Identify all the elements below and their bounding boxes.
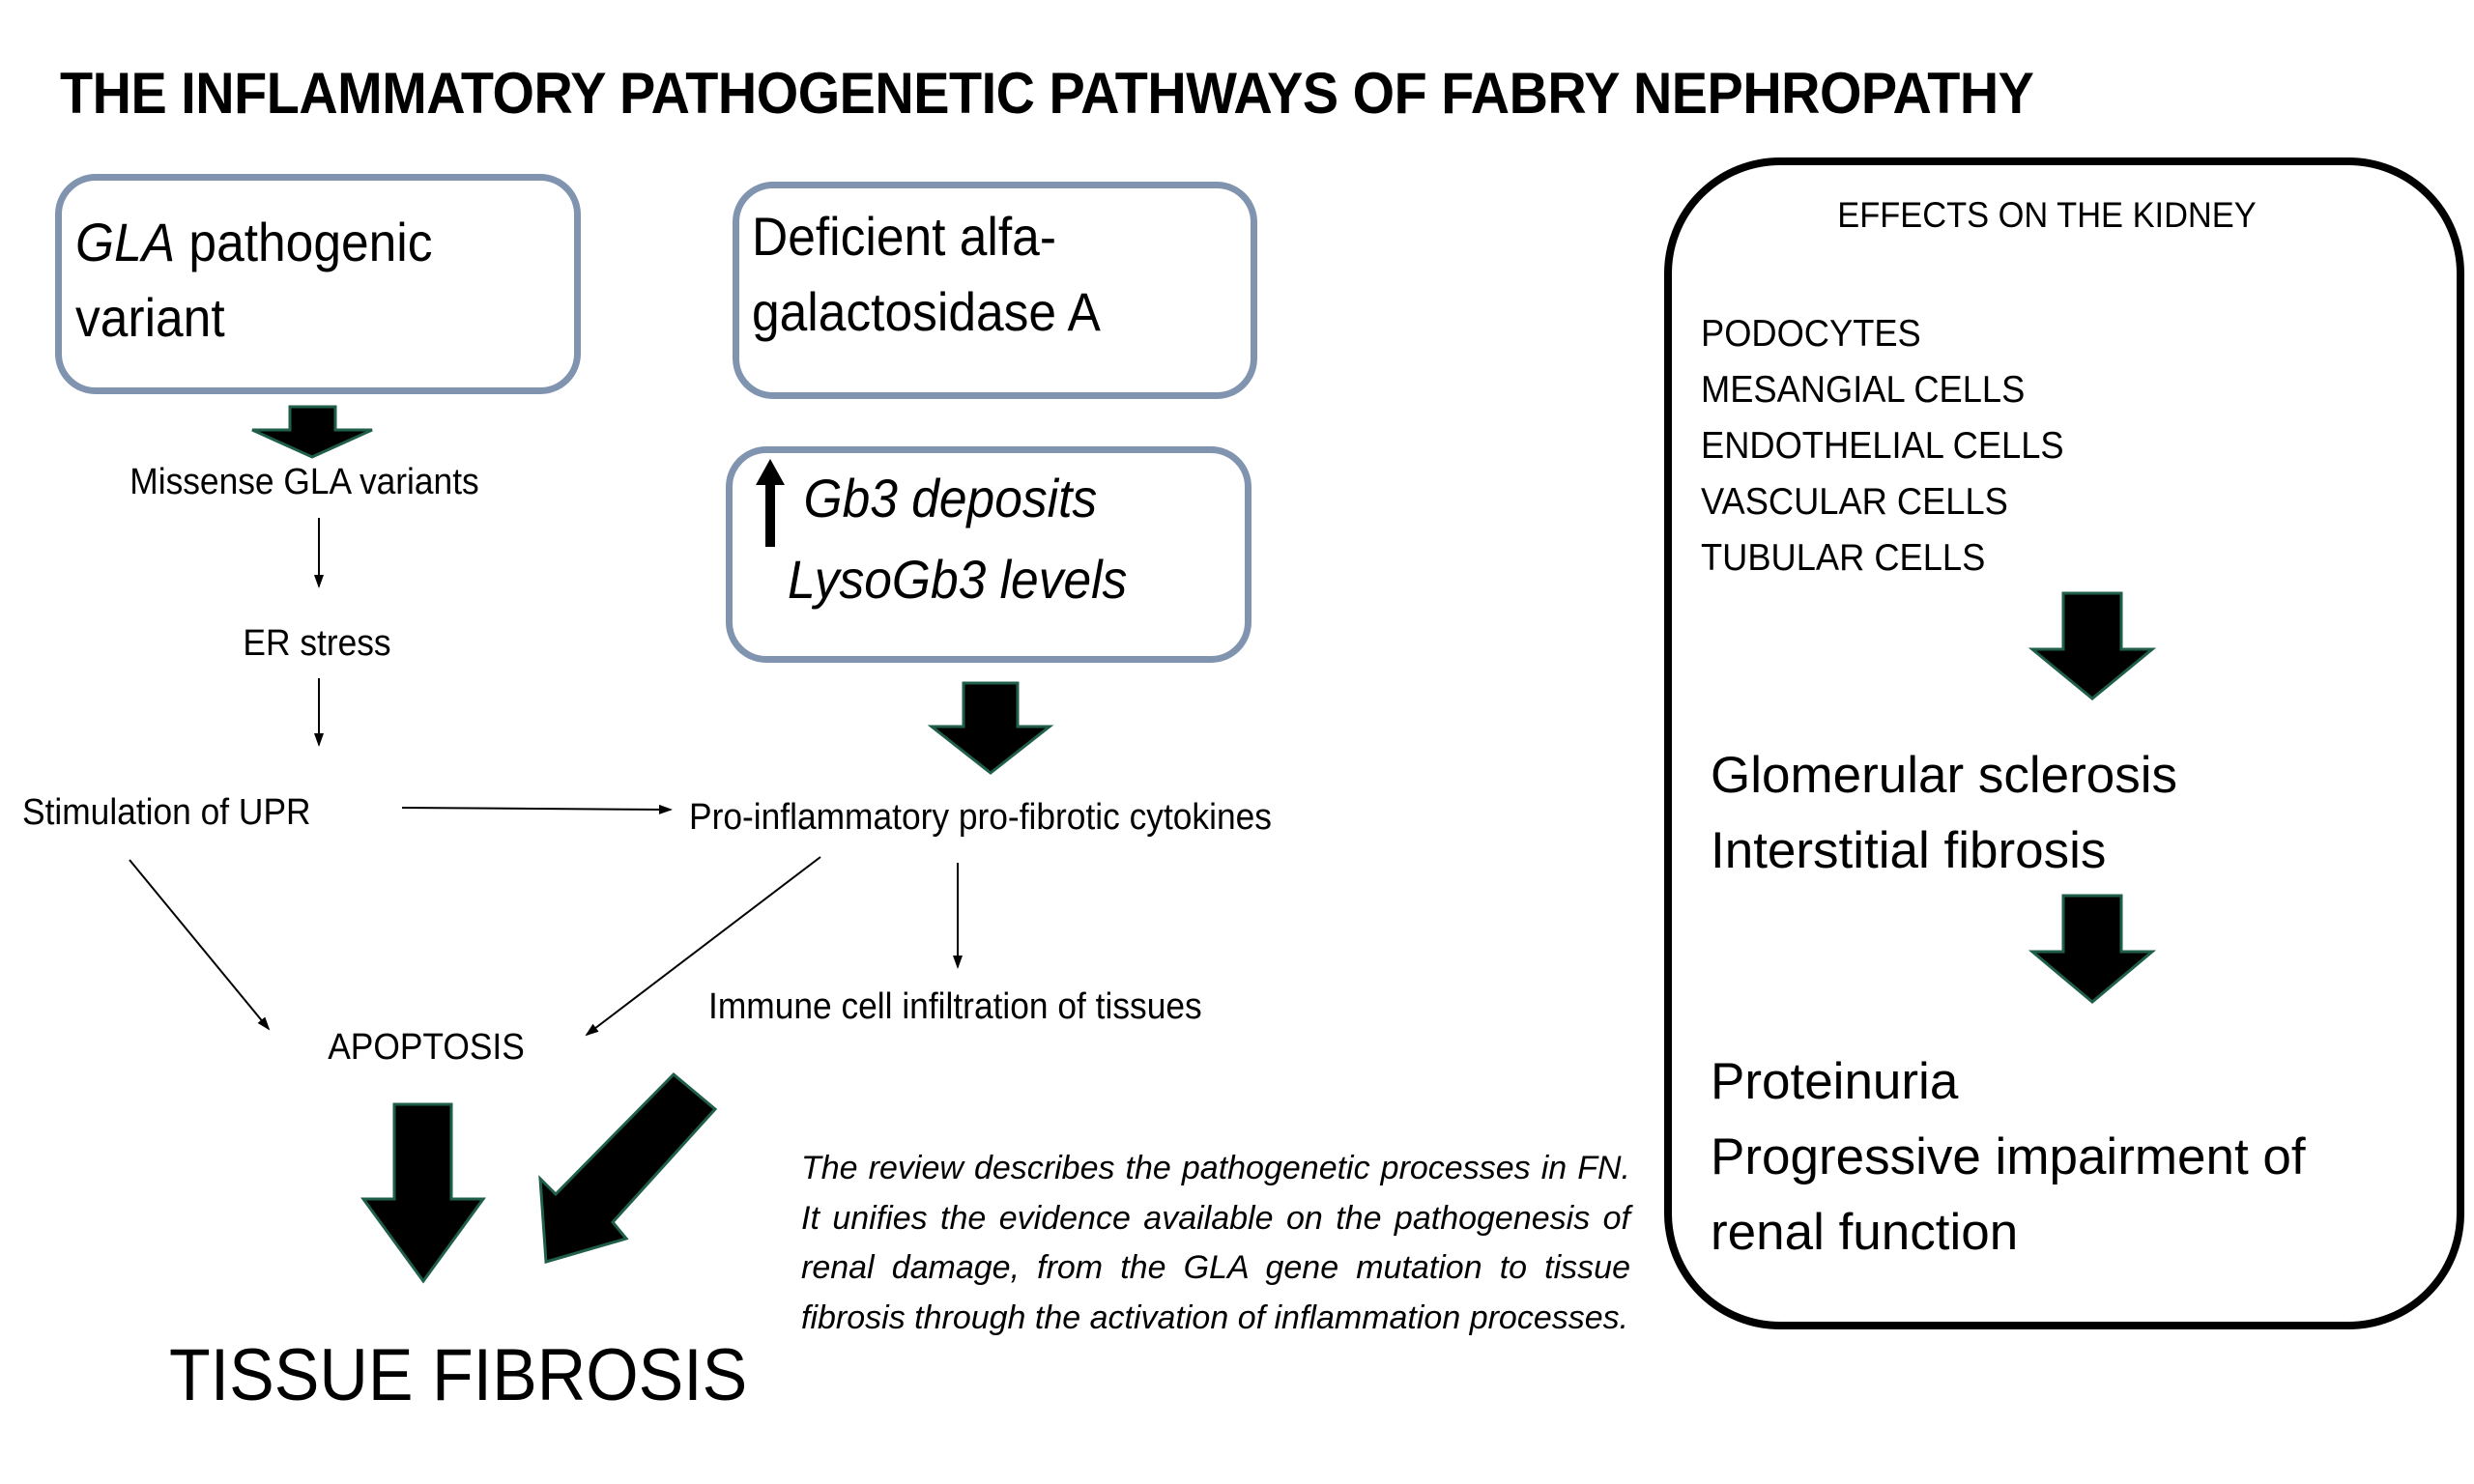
up-arrow-icon [756, 459, 785, 547]
enzyme-text: Deficient alfa- galactosidase A [752, 199, 1101, 350]
block-arrow-down-icon [2028, 591, 2157, 700]
gla-rest: pathogenic [175, 212, 433, 272]
kidney-heading: EFFECTS ON THE KIDNEY [1837, 195, 2257, 235]
gb3-line1: Gb3 deposits [803, 468, 1098, 528]
enzyme-line2: galactosidase A [752, 281, 1101, 342]
stage3-list: Proteinuria Progressive impairment of re… [1711, 1044, 2306, 1270]
thin-arrow-upr-to-cytokines [401, 804, 673, 814]
block-arrow-down-icon [360, 1102, 486, 1284]
cell-item: PODOCYTES [1701, 313, 1921, 355]
block-arrow-down-icon [927, 681, 1054, 775]
stage2-item: Glomerular sclerosis [1711, 747, 2178, 804]
stage2-item: Interstitial fibrosis [1711, 822, 2107, 879]
block-arrow-down-icon [2028, 894, 2157, 1004]
gla-line2: variant [75, 287, 225, 348]
cytokines-label: Pro-inflammatory pro-fibrotic cytokines [689, 797, 1272, 838]
kidney-effects-panel [1664, 157, 2464, 1329]
gla-italic: GLA [75, 212, 176, 272]
missense-label: Missense GLA variants [129, 462, 479, 502]
cell-item: TUBULAR CELLS [1701, 537, 1986, 579]
gla-variant-box [55, 174, 581, 394]
enzyme-line1: Deficient alfa- [752, 206, 1056, 267]
thin-arrow-upr-to-apoptosis [129, 859, 271, 1031]
block-arrow-diagonal-icon [538, 1071, 718, 1264]
stage2-list: Glomerular sclerosis Interstitial fibros… [1711, 738, 2177, 889]
tissue-fibrosis-label: TISSUE FIBROSIS [169, 1334, 748, 1416]
enzyme-box [733, 182, 1257, 399]
cell-item: ENDOTHELIAL CELLS [1701, 425, 2064, 467]
apoptosis-label: APOPTOSIS [328, 1027, 525, 1068]
cell-item: VASCULAR CELLS [1701, 481, 2008, 523]
gb3-text: Gb3 deposits LysoGb3 levels [788, 458, 1127, 620]
cell-item: MESANGIAL CELLS [1701, 369, 2026, 411]
gb3-line2: LysoGb3 levels [788, 549, 1128, 610]
cell-list: PODOCYTES MESANGIAL CELLS ENDOTHELIAL CE… [1701, 306, 2064, 586]
gb3-box [726, 446, 1251, 663]
stage3-item: renal function [1711, 1204, 2019, 1261]
thin-arrow-cytokines-to-apoptosis [585, 856, 821, 1037]
summary-paragraph: The review describes the pathogenetic pr… [801, 1150, 1630, 1336]
gla-variant-text: GLA pathogenic variant [75, 205, 433, 356]
immune-infiltration-label: Immune cell infiltration of tissues [708, 986, 1202, 1027]
stage3-item: Progressive impairment of [1711, 1128, 2306, 1185]
diagram-title: THE INFLAMMATORY PATHOGENETIC PATHWAYS O… [60, 61, 2034, 126]
er-stress-label: ER stress [243, 623, 391, 664]
upr-label: Stimulation of UPR [22, 792, 311, 833]
block-arrow-down-icon [251, 405, 373, 459]
stage3-item: Proteinuria [1711, 1053, 1959, 1110]
